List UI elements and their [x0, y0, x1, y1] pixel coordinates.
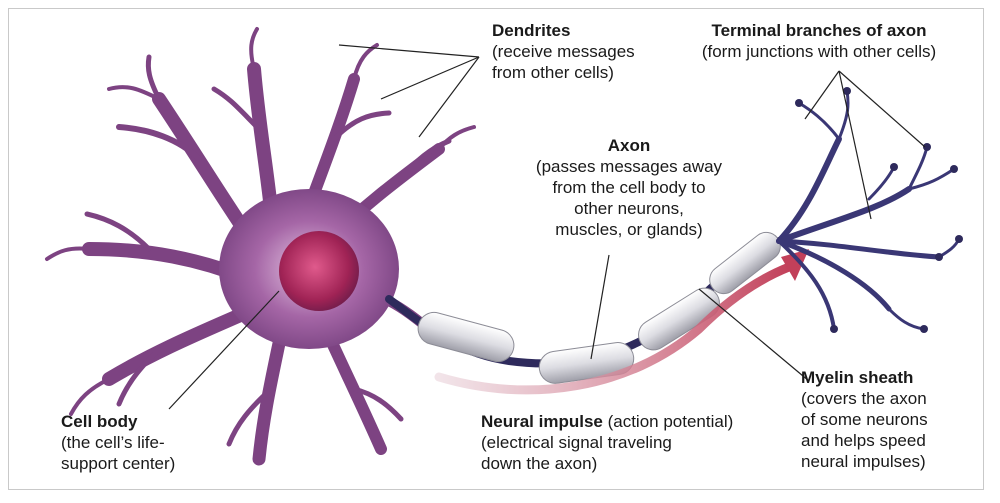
diagram-frame: Dendrites (receive messages from other c… [8, 8, 984, 490]
axon-line-3: other neurons, [524, 198, 734, 219]
dendrites-title: Dendrites [492, 20, 635, 41]
neural-impulse-line-2: down the axon) [481, 453, 733, 474]
cell-body-title: Cell body [61, 411, 175, 432]
myelin-line-3: and helps speed [801, 430, 928, 451]
dendrites-line-1: (receive messages [492, 41, 635, 62]
neural-impulse-title: Neural impulse [481, 412, 603, 431]
terminal-branches-title: Terminal branches of axon [669, 20, 969, 41]
terminal-branches-line-1: (form junctions with other cells) [669, 41, 969, 62]
cell-body-line-1: (the cell’s life- [61, 432, 175, 453]
myelin-sheath-label: Myelin sheath (covers the axon of some n… [801, 367, 928, 472]
myelin-sheath-title: Myelin sheath [801, 367, 928, 388]
dendrites-line-2: from other cells) [492, 62, 635, 83]
cell-body-label: Cell body (the cell’s life- support cent… [61, 411, 175, 474]
terminal-branches-label: Terminal branches of axon (form junction… [669, 20, 969, 62]
neural-impulse-label: Neural impulse (action potential) (elect… [481, 411, 733, 474]
cell-body-line-2: support center) [61, 453, 175, 474]
nucleus-shape [279, 231, 359, 311]
neural-impulse-title-suffix: (action potential) [603, 412, 733, 431]
axon-line-2: from the cell body to [524, 177, 734, 198]
neural-impulse-line-1: (electrical signal traveling [481, 432, 733, 453]
axon-line-1: (passes messages away [524, 156, 734, 177]
myelin-line-1: (covers the axon [801, 388, 928, 409]
axon-line-4: muscles, or glands) [524, 219, 734, 240]
axon-title: Axon [524, 135, 734, 156]
dendrites-label: Dendrites (receive messages from other c… [492, 20, 635, 83]
axon-label: Axon (passes messages away from the cell… [524, 135, 734, 240]
neural-impulse-heading: Neural impulse (action potential) [481, 411, 733, 432]
myelin-line-4: neural impulses) [801, 451, 928, 472]
myelin-line-2: of some neurons [801, 409, 928, 430]
